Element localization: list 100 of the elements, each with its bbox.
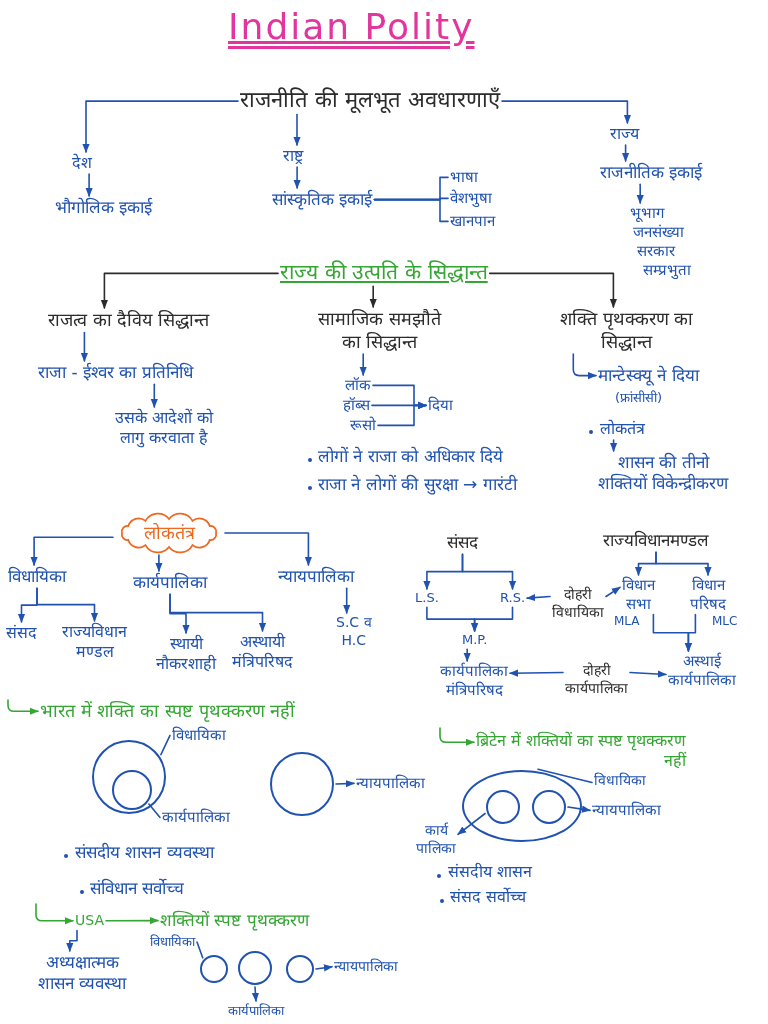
arrow (82, 100, 239, 153)
leader-arrow (567, 805, 591, 813)
topic-label: शक्ति पृथक्करण का सिद्धान्त (560, 308, 694, 353)
topic-label: संसद (447, 532, 478, 554)
topic-label: विधान सभा (622, 576, 655, 614)
arrow (369, 285, 377, 308)
topic-label: सरकार (637, 242, 675, 261)
inner-circle (486, 790, 520, 824)
leader-arrow (335, 780, 355, 788)
topic-label: अध्यक्षात्मक शासन व्यवस्था (38, 952, 127, 995)
arrow (605, 586, 621, 598)
note-text: संसदीय शासन (448, 862, 533, 882)
leader-arrow (251, 986, 259, 1002)
circle-outline (270, 752, 334, 816)
arrow (636, 183, 644, 204)
callout-label: कार्यपालिका (162, 808, 230, 827)
arrow (526, 593, 551, 602)
topic-label: लोकतंत्र (600, 419, 645, 439)
inner-circle (532, 790, 566, 824)
topic-label: विधान परिषद (690, 576, 726, 614)
note-text: (फ्रांसीसी) (615, 390, 663, 407)
leader-arrow (457, 812, 486, 836)
topic-label: R.S. (500, 590, 526, 607)
topic-label: न्यायपालिका (278, 566, 354, 588)
arrow (66, 929, 78, 952)
topic-label: सामाजिक समझौते का सिद्धान्त (318, 308, 441, 353)
arrow (105, 917, 159, 925)
topic-label: शक्तियों स्पष्ट पृथक्करण (160, 910, 309, 932)
topic-label: S.C व H.C (336, 614, 372, 649)
topic-label: जनसंख्या (633, 223, 684, 242)
topic-label: राज्य (610, 124, 639, 144)
topic-label: उसके आदेशों को लागु करवाता है (115, 408, 214, 448)
leader-line (148, 803, 161, 819)
arrow (30, 536, 114, 566)
topic-label: राजा - ईश्वर का प्रतिनिधि (38, 362, 193, 384)
arrow (85, 173, 93, 197)
topic-label: राज्यविधानमण्डल (603, 530, 709, 552)
note-text: लोगों ने राजा को अधिकार दिये (318, 446, 504, 468)
brace-line (373, 198, 449, 223)
topic-label: दोहरी विधायिका (552, 586, 604, 621)
topic-label: भौगोलिक इकाई (55, 197, 153, 219)
note-text: संसदीय शासन व्यवस्था (75, 842, 214, 864)
circle-outline (200, 955, 228, 983)
topic-label: भाषा (450, 168, 478, 187)
arrow (629, 670, 667, 678)
topic-label: देश (72, 153, 92, 173)
arrow (80, 331, 88, 362)
topic-label: कार्यपालिका (133, 572, 207, 594)
topic-label: सम्प्रभुता (643, 261, 691, 280)
title-text: Indian Polity (228, 5, 475, 49)
topic-label: दिया (428, 396, 453, 415)
topic-label: भूभाग (630, 204, 664, 223)
topic-label: लोकतंत्र (143, 521, 195, 545)
arrow (169, 593, 267, 632)
arrow (293, 166, 301, 189)
topic-label: संसद (6, 623, 37, 643)
arrow (509, 669, 564, 677)
arrow (35, 903, 74, 925)
arrow (343, 587, 351, 614)
inner-circle (112, 770, 152, 810)
arrow (684, 613, 697, 652)
oval-outline (462, 770, 582, 842)
note-text: राजा ने लोगों की सुरक्षा → गारंटी (318, 474, 517, 496)
arrow (155, 554, 163, 572)
topic-label: USA (75, 912, 104, 930)
arrow (293, 113, 301, 146)
topic-label: L.S. (415, 590, 439, 607)
topic-label: स्थायी नौकरशाही (156, 634, 216, 674)
arrow (488, 272, 617, 308)
callout-label: न्यायपालिका (356, 774, 425, 793)
topic-label: अस्थायी मंत्रिपरिषद (232, 632, 293, 672)
topic-label: राजनीतिक इकाई (600, 162, 703, 184)
topic-label: विधायिका (8, 566, 66, 588)
topic-label: सांस्कृतिक इकाई (272, 189, 373, 211)
note-text: MLA (614, 614, 640, 629)
arrow (100, 272, 279, 309)
topic-label: शासन की तीनो शक्तियों विकेन्द्रीकरण (598, 452, 729, 495)
callout-label: विधायिका (150, 934, 195, 951)
arrow (150, 383, 158, 408)
leader-line (196, 941, 204, 959)
circle-outline (286, 955, 314, 983)
topic-label: राजत्व का दैविय सिद्धान्त (48, 309, 210, 332)
topic-label: मान्टेस्क्यू ने दिया (598, 365, 699, 387)
bracket-arrow (377, 401, 427, 427)
arrow (439, 727, 475, 746)
leader-arrow (315, 964, 333, 972)
topic-label: कार्यपालिका मंत्रिपरिषद (440, 662, 508, 700)
note-text: MLC (712, 614, 738, 629)
circle-outline (238, 951, 272, 985)
topic-label: वेशभुषा (450, 189, 492, 208)
topic-label: रूसो (350, 416, 376, 435)
topic-label: राष्ट्र (283, 146, 303, 166)
arrow (572, 353, 597, 380)
leader-line (537, 768, 593, 784)
arrow (359, 353, 367, 376)
arrow (501, 100, 631, 124)
heading-text: राजनीति की मूलभूत अवधारणाएँ (240, 86, 500, 114)
callout-label: कार्य पालिका (416, 822, 456, 857)
note-text: संसद सर्वोच्च (450, 887, 527, 907)
arrow (463, 648, 471, 662)
